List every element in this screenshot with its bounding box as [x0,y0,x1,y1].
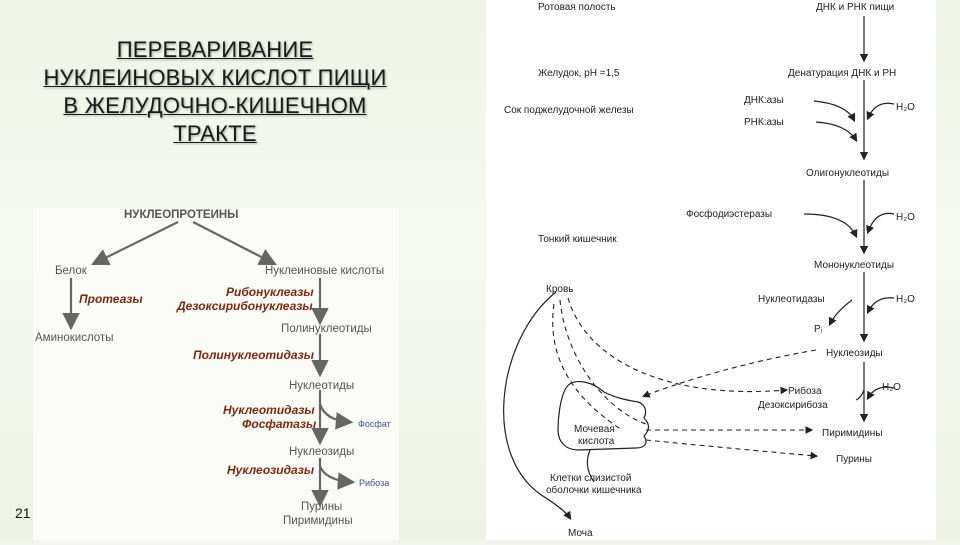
arrow-to-ribose [320,466,351,482]
label-uric-acid-1: Мочевая [574,424,615,435]
label-purines: Пурины [301,501,342,513]
label-phosphatases: Фосфатазы [242,417,317,431]
label-protein: Белок [55,265,88,277]
label-pancreatic-juice: Сок поджелудочной железы [504,105,634,116]
dashed-blood-to-cell [560,300,646,424]
label-denaturation: Денатурация ДНК и РН [788,68,896,79]
label-nucleosides: Нуклеозиды [826,348,883,359]
title-line-3: В ЖЕЛУДОЧНО-КИШЕЧНОМ [20,92,410,120]
label-polynucleotides: Полинуклеотиды [281,323,372,335]
label-h2o-2: H₂O [896,212,915,223]
arrow-phosphodiesterases [804,214,856,236]
arrow-root-to-protein [95,222,178,263]
label-dna-rna-food: ДНК и РНК пищи [816,2,894,13]
label-phosphate: Фосфат [358,419,391,429]
label-oligonucleotides: Олигонуклеотиды [806,168,889,179]
label-blood: Кровь [546,284,573,295]
label-nucleotidases: Нуклеотидазы [758,294,825,305]
arrow-to-pi [830,300,852,324]
title-line-1: ПЕРЕВАРИВАНИЕ [20,36,410,64]
arrow-rnases [816,122,856,140]
label-ribonucleases: Рибонуклеазы [226,285,314,299]
slide-title: ПЕРЕВАРИВАНИЕ НУКЛЕИНОВЫХ КИСЛОТ ПИЩИ В … [20,36,410,148]
label-pi: Pᵢ [814,324,823,335]
label-deoxyribonucleases: Дезоксирибонуклеазы [176,299,313,313]
arrow-h2o-2 [868,213,894,232]
label-proteases: Протеазы [79,292,143,306]
arrow-root-to-nucleic [193,222,273,263]
label-ribose: Рибоза [788,385,822,397]
dashed-blood-to-cell-2 [553,304,622,430]
nucleoprotein-digestion-diagram: НУКЛЕОПРОТЕИНЫ Белок Нуклеиновые кислоты… [33,208,399,540]
label-pyrimidines: Пиримидины [283,515,353,527]
slide-number: 21 [15,505,31,521]
label-phosphodiesterases: Фосфодиэстеразы [686,208,772,220]
label-purines: Пурины [836,454,872,465]
label-polynucleotidases: Полинуклеотидазы [193,348,315,362]
label-mononucleotides: Мононуклеотиды [814,260,894,271]
label-uric-acid-2: кислота [578,436,615,447]
dashed-blood-to-ribose [568,298,786,392]
label-mucosa-2: оболочки кишечника [546,484,642,496]
label-h2o-4: H₂O [882,382,901,393]
label-nucleosidases: Нуклеозидазы [227,463,315,477]
label-oral-cavity: Ротовая полость [538,2,616,13]
label-small-intestine: Тонкий кишечник [538,234,617,245]
label-nucleotides: Нуклеотиды [289,380,354,392]
label-urine: Моча [568,528,593,539]
label-dnases: ДНК:азы [744,95,784,106]
label-nucleotidases: Нуклеотидазы [223,403,315,417]
arrow-to-ribose-branch [856,390,864,400]
arrow-h2o-1 [868,103,894,118]
gi-tract-digestion-diagram: Ротовая полость ДНК и РНК пищи Желудок, … [486,0,936,540]
title-line-2: НУКЛЕИНОВЫХ КИСЛОТ ПИЩИ [20,64,410,92]
label-amino-acids: Аминокислоты [35,332,113,344]
label-h2o-3: H₂O [896,294,915,305]
arrow-dnases [814,101,854,120]
label-mucosa-1: Клетки слизистой [550,473,631,484]
dashed-cell-to-purines [646,440,816,456]
label-nucleic-acids: Нуклеиновые кислоты [265,265,384,277]
label-ribose: Рибоза [359,478,389,488]
arrow-h2o-3 [868,298,894,312]
left-diagram-svg: НУКЛЕОПРОТЕИНЫ Белок Нуклеиновые кислоты… [33,208,399,540]
label-nucleosides: Нуклеозиды [289,446,354,458]
label-stomach: Желудок, pH =1,5 [538,68,620,79]
arrow-to-phosphate [320,404,349,422]
label-rnases: РНК:азы [744,117,784,128]
label-deoxyribose: Дезоксирибоза [758,399,828,411]
label-pyrimidines: Пиримидины [822,428,883,439]
label-h2o-1: H₂O [896,102,915,113]
title-line-4: ТРАКТЕ [20,120,410,148]
right-diagram-svg: Ротовая полость ДНК и РНК пищи Желудок, … [486,0,936,540]
label-nucleoproteins: НУКЛЕОПРОТЕИНЫ [124,209,238,221]
